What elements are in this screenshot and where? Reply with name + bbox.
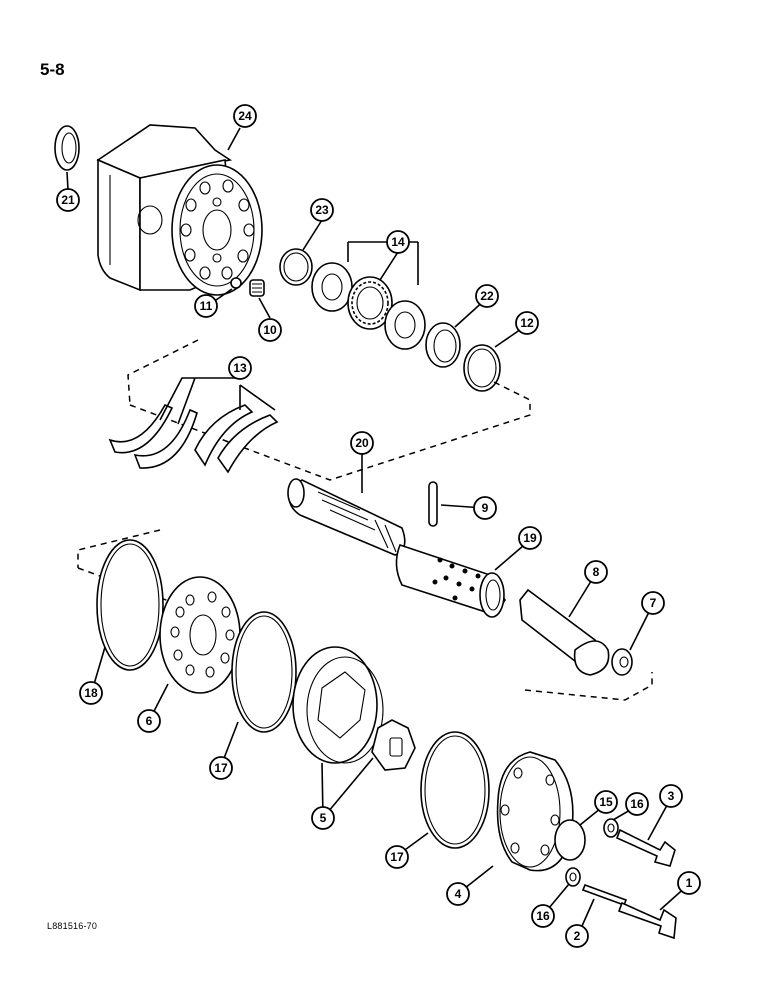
centering-springs-part — [108, 403, 279, 474]
callout-17: 17 — [385, 845, 409, 869]
o-ring-part — [420, 731, 490, 849]
callout-24: 24 — [233, 104, 257, 128]
seal-disk-part — [554, 819, 586, 861]
callout-7: 7 — [641, 591, 665, 615]
svg-text:1: 1 — [686, 876, 693, 890]
ring-part — [54, 125, 80, 171]
svg-text:15: 15 — [599, 795, 613, 809]
callout-21: 21 — [56, 188, 80, 212]
seal-ring-part — [425, 322, 461, 368]
callout-16: 16 — [625, 792, 649, 816]
svg-text:13: 13 — [233, 361, 247, 375]
sleeve-part — [395, 544, 506, 618]
callout-15: 15 — [594, 790, 618, 814]
spacer-plate-part — [159, 576, 241, 694]
svg-text:21: 21 — [61, 193, 75, 207]
check-ball-part — [230, 277, 242, 289]
callout-8: 8 — [584, 560, 608, 584]
spring-part — [249, 279, 265, 297]
svg-text:8: 8 — [593, 565, 600, 579]
svg-text:6: 6 — [146, 714, 153, 728]
callout-5: 5 — [311, 806, 335, 830]
svg-text:20: 20 — [355, 436, 369, 450]
callout-3: 3 — [659, 784, 683, 808]
svg-text:5: 5 — [320, 811, 327, 825]
dashed-group-outline-upper — [127, 339, 531, 481]
bolt-part — [617, 901, 677, 940]
spacer-part — [611, 648, 633, 676]
callout-19: 19 — [518, 526, 542, 550]
svg-text:23: 23 — [315, 203, 329, 217]
svg-text:7: 7 — [650, 596, 657, 610]
washer-part — [565, 867, 581, 887]
svg-text:18: 18 — [84, 686, 98, 700]
thrust-bearing-part — [311, 262, 426, 350]
seal-part — [279, 248, 313, 286]
callout-1: 1 — [677, 871, 701, 895]
callout-18: 18 — [79, 681, 103, 705]
callout-2: 2 — [565, 924, 589, 948]
callout-23: 23 — [310, 198, 334, 222]
svg-text:16: 16 — [536, 909, 550, 923]
svg-text:22: 22 — [480, 289, 494, 303]
callout-17: 17 — [209, 756, 233, 780]
callout-14: 14 — [386, 230, 410, 254]
svg-text:3: 3 — [668, 789, 675, 803]
svg-text:16: 16 — [630, 797, 644, 811]
gerotor-part — [292, 646, 416, 771]
callout-13: 13 — [228, 356, 252, 380]
svg-text:24: 24 — [238, 109, 252, 123]
callout-6: 6 — [137, 709, 161, 733]
callout-11: 11 — [194, 294, 218, 318]
o-ring-part — [231, 611, 297, 733]
svg-text:17: 17 — [214, 761, 228, 775]
callout-9: 9 — [473, 496, 497, 520]
callout-10: 10 — [258, 318, 282, 342]
page-number: 5-8 — [40, 60, 65, 79]
drive-shaft-part — [519, 588, 610, 676]
svg-text:14: 14 — [391, 235, 405, 249]
svg-text:10: 10 — [263, 323, 277, 337]
o-ring-large-part — [96, 539, 164, 671]
svg-text:17: 17 — [390, 850, 404, 864]
svg-text:4: 4 — [455, 887, 462, 901]
svg-text:9: 9 — [482, 501, 489, 515]
callout-20: 20 — [350, 431, 374, 455]
svg-text:19: 19 — [523, 531, 537, 545]
svg-text:2: 2 — [574, 929, 581, 943]
washer-part — [603, 818, 619, 838]
bolt-part — [615, 828, 676, 867]
callout-16: 16 — [531, 904, 555, 928]
housing-part — [96, 124, 263, 296]
callout-12: 12 — [515, 311, 539, 335]
callout-22: 22 — [475, 284, 499, 308]
callout-4: 4 — [446, 882, 470, 906]
spool-part — [287, 478, 406, 556]
pin-part — [581, 883, 628, 907]
figure-code: L881516-70 — [47, 921, 98, 931]
centering-pin-part — [428, 481, 438, 527]
svg-text:12: 12 — [520, 316, 534, 330]
svg-text:11: 11 — [200, 299, 213, 313]
retaining-ring-part — [463, 344, 501, 392]
